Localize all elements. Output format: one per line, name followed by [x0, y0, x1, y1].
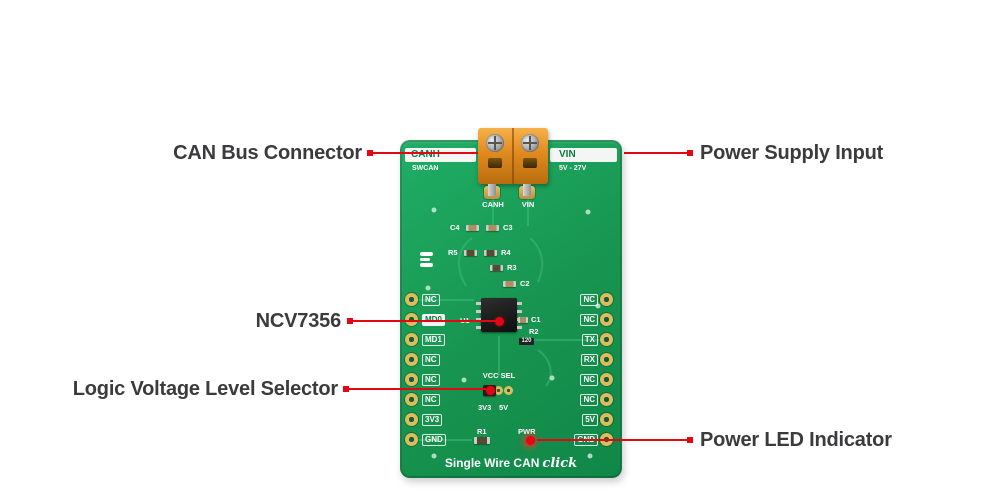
ref-c1: C1	[531, 315, 541, 324]
terminal-leg	[523, 184, 531, 196]
annotation-power-led-indicator: Power LED Indicator	[700, 429, 892, 451]
leader-line-power-supply-input	[624, 152, 693, 154]
pin-label-right: 5V	[582, 414, 598, 426]
board-title-main: Single Wire CAN	[444, 456, 540, 470]
pcb-board: CANH VIN SWCAN 5V - 27V CANH VIN C4 C3 R…	[400, 128, 622, 478]
ref-c2: C2	[520, 279, 530, 288]
ref-r3: R3	[507, 263, 517, 272]
silkscreen-voltage-range-label: 5V - 27V	[559, 165, 587, 172]
header-pad-left	[405, 373, 418, 386]
pin-label-left: NC	[422, 294, 440, 306]
terminal-screw-canh	[486, 134, 504, 152]
pin-label-left: NC	[422, 354, 440, 366]
pwr-label: PWR	[518, 427, 536, 436]
resistor-r5	[464, 250, 477, 256]
header-pad-left	[405, 353, 418, 366]
pin-label-left: NC	[422, 394, 440, 406]
capacitor-c2	[503, 281, 516, 287]
header-pad-left	[405, 433, 418, 446]
leader-line-power-led-indicator	[537, 439, 693, 441]
header-pad-right	[600, 413, 613, 426]
jumper-pad	[504, 386, 513, 395]
header-pad-left	[405, 393, 418, 406]
pin-label-right: RX	[580, 354, 598, 366]
resistor-r2: 120	[519, 338, 534, 345]
silkscreen-canh-strip: CANH	[405, 148, 476, 162]
header-pad-left	[405, 413, 418, 426]
ref-r4: R4	[501, 248, 511, 257]
terminal-wire-entry	[523, 158, 537, 168]
jumper-pad	[494, 386, 503, 395]
ref-r5: R5	[448, 248, 458, 257]
annotation-dot-logic-voltage-level-selector	[486, 386, 495, 395]
ref-r2: R2	[529, 327, 539, 336]
ref-r1: R1	[477, 427, 487, 436]
leader-line-ncv7356	[348, 320, 495, 322]
pin-label-right: NC	[580, 394, 598, 406]
ncv7356-ic	[476, 298, 522, 332]
header-pad-left	[405, 333, 418, 346]
capacitor-c4	[466, 225, 479, 231]
annotation-marker	[687, 437, 693, 443]
silkscreen-vin-strip: VIN	[550, 148, 617, 162]
pin-label-right: NC	[580, 294, 598, 306]
annotation-marker	[687, 150, 693, 156]
header-pad-left	[405, 293, 418, 306]
terminal-leg	[488, 184, 496, 196]
pin-label-left: MD1	[422, 334, 445, 346]
header-pad-right	[600, 373, 613, 386]
capacitor-c1	[518, 317, 528, 323]
resistor-r1	[474, 437, 490, 444]
ref-c4: C4	[450, 223, 460, 232]
pin-label-right: NC	[580, 374, 598, 386]
header-pad-right	[600, 353, 613, 366]
annotation-can-bus-connector: CAN Bus Connector	[173, 142, 362, 164]
leader-line-logic-voltage-level-selector	[344, 388, 486, 390]
pin-label-left: 3V3	[422, 414, 443, 426]
header-pad-right	[600, 333, 613, 346]
ref-c3: C3	[503, 223, 513, 232]
terminal-wire-entry	[488, 158, 502, 168]
vcc-sel-label: VCC SEL	[482, 371, 516, 380]
header-pad-right	[600, 293, 613, 306]
annotation-dot-power-led	[526, 436, 535, 445]
resistor-r3	[490, 265, 503, 271]
capacitor-c3	[486, 225, 499, 231]
pin-label-right: NC	[580, 314, 598, 326]
resistor-r4	[484, 250, 497, 256]
annotation-dot-ncv7356	[495, 317, 504, 326]
vin-pad-label: VIN	[521, 200, 535, 209]
sel-3v3-label: 3V3	[478, 403, 492, 412]
canh-pad-label: CANH	[482, 200, 504, 209]
ic-body	[481, 298, 517, 332]
board-title-script: click	[542, 456, 578, 471]
header-pad-left	[405, 313, 418, 326]
silkscreen-swcan-label: SWCAN	[412, 165, 439, 172]
pin-label-left: GND	[422, 434, 446, 446]
terminal-divider	[512, 128, 514, 184]
pin-label-left: NC	[422, 374, 440, 386]
annotation-ncv7356: NCV7356	[255, 310, 342, 332]
sel-5v-label: 5V	[499, 403, 509, 412]
header-pad-right	[600, 313, 613, 326]
header-pad-right	[600, 393, 613, 406]
annotation-logic-voltage-level-selector: Logic Voltage Level Selector	[72, 378, 338, 400]
annotation-power-supply-input: Power Supply Input	[700, 142, 884, 164]
screw-terminal-block	[478, 128, 548, 184]
leader-line-can-bus-connector	[368, 152, 478, 154]
pin-label-right: TX	[581, 334, 598, 346]
terminal-screw-vin	[521, 134, 539, 152]
